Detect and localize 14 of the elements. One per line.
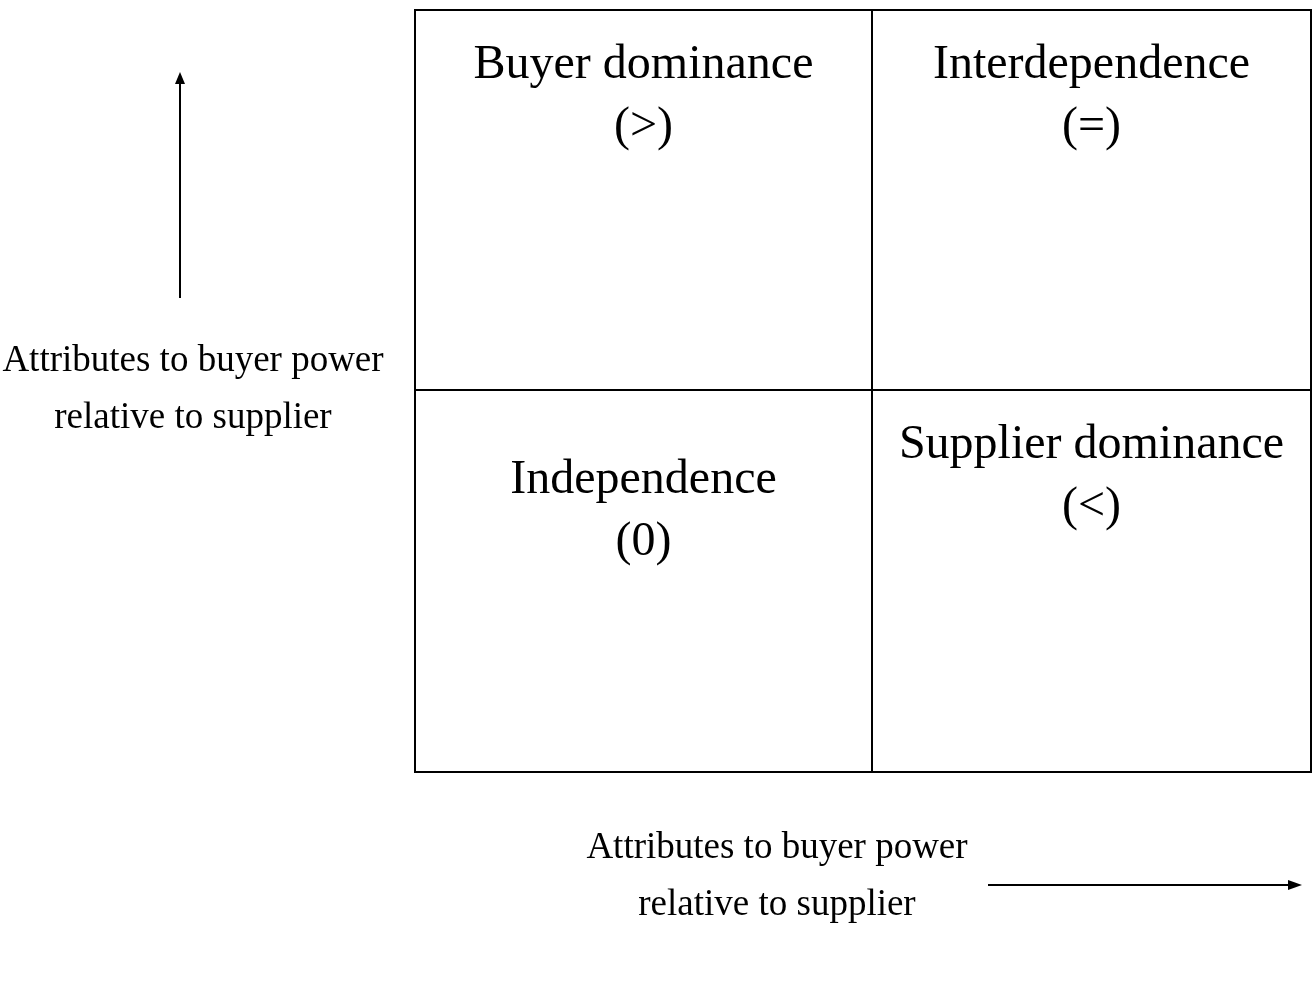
quadrant-text: Supplier dominance <box>897 414 1286 470</box>
quadrant-text: Independence <box>509 449 778 505</box>
quadrant-text: (=) <box>1060 96 1122 153</box>
quadrant-text: (0) <box>614 511 673 568</box>
matrix-cell <box>871 9 1312 391</box>
axis-label: Attributes to buyer power relative to supplier <box>585 824 969 925</box>
quadrant-text: (>) <box>612 96 674 153</box>
matrix-cell <box>414 9 873 391</box>
quadrant-text: Buyer dominance <box>472 34 815 90</box>
matrix-cell <box>414 389 873 773</box>
quadrant-text: Interdependence <box>931 34 1252 90</box>
axis-label: Attributes to buyer power relative to supplier <box>1 337 385 438</box>
quadrant-text: (<) <box>1060 476 1122 533</box>
matrix-cell <box>871 389 1312 773</box>
